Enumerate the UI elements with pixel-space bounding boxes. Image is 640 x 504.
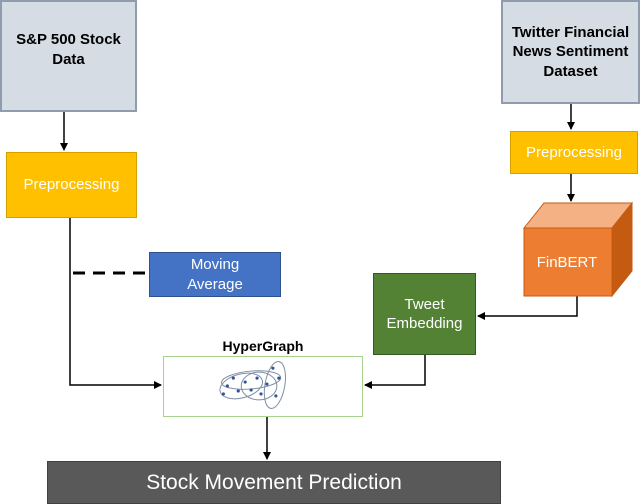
moving-average-label: Moving Average [187,256,243,293]
edge-preprocessing-to-hypergraph [69,218,162,389]
hypergraph-title: HyperGraph [222,338,304,354]
finbert-cube [522,201,634,298]
twitter-label: Twitter Financial News Sentiment Dataset [511,23,630,80]
finbert-label: FinBERT [536,253,598,271]
preprocessing-right-node: Preprocessing [510,131,638,174]
preprocessing-left-node: Preprocessing [6,152,137,218]
edge-tweet-embedding-to-hypergraph [364,355,426,389]
hypergraph-node [163,356,363,417]
sp500-label: S&P 500 Stock Data [16,31,121,68]
sp500-data-node: S&P 500 Stock Data [0,0,137,112]
twitter-dataset-node: Twitter Financial News Sentiment Dataset [501,0,640,104]
preprocessing-right-label: Preprocessing [526,143,622,161]
moving-average-node: Moving Average [149,252,281,297]
stock-movement-prediction-node: Stock Movement Prediction [47,461,501,504]
hypergraph-illustration [219,361,286,409]
preprocessing-left-label: Preprocessing [23,176,120,194]
prediction-label: Stock Movement Prediction [146,470,402,494]
edge-finbert-to-tweet-embedding [477,296,578,320]
tweet-embedding-node: Tweet Embedding [373,273,476,355]
tweet-embedding-label: Tweet Embedding [386,295,463,333]
